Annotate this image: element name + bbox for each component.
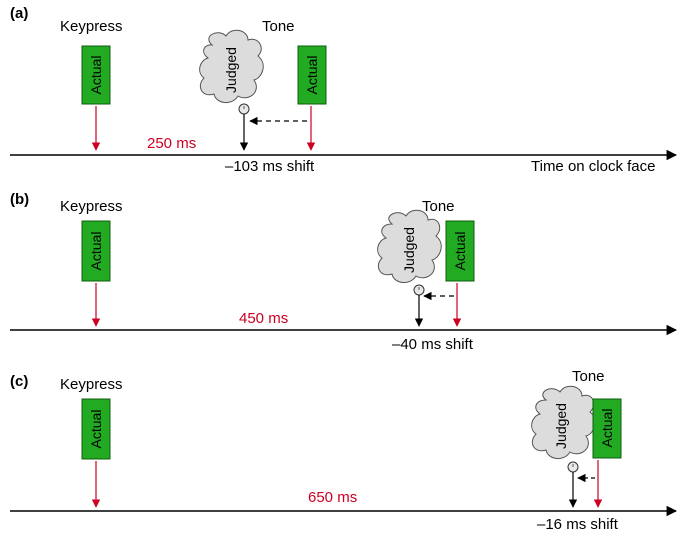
keypress-label: Keypress <box>60 18 123 35</box>
tone-label: Tone <box>262 18 295 35</box>
judged-cloud: Judged <box>199 29 264 103</box>
judged-label: Judged <box>553 403 569 449</box>
judged-cloud: Judged <box>377 209 442 283</box>
tone-label: Tone <box>572 368 605 385</box>
keypress-actual-label: Actual <box>88 410 104 449</box>
clock-icon <box>238 103 250 115</box>
keypress-actual-box: Actual <box>81 220 111 282</box>
keypress-actual-label: Actual <box>88 232 104 271</box>
tone-actual-label: Actual <box>599 409 615 448</box>
shift-label: –40 ms shift <box>392 336 474 353</box>
clock-icon <box>413 284 425 296</box>
tone-actual-box: Actual <box>592 398 622 459</box>
judged-cloud: Judged <box>531 385 596 459</box>
shift-label: –16 ms shift <box>537 516 619 533</box>
panel-letter: (b) <box>10 191 29 208</box>
shift-label: –103 ms shift <box>225 158 315 175</box>
axis-label: Time on clock face <box>531 158 656 175</box>
tone-actual-label: Actual <box>304 56 320 95</box>
keypress-actual-box: Actual <box>81 45 111 105</box>
panel-letter: (a) <box>10 5 28 22</box>
judged-label: Judged <box>401 227 417 273</box>
keypress-actual-label: Actual <box>88 56 104 95</box>
tone-actual-label: Actual <box>452 232 468 271</box>
keypress-actual-box: Actual <box>81 398 111 460</box>
tone-actual-box: Actual <box>445 220 475 282</box>
panel-a: (a) Keypress Actual Tone Judged Actual 2… <box>10 5 678 175</box>
clock-icon <box>567 461 579 473</box>
panel-b: (b) Keypress Actual Tone Judged Actual 4… <box>10 191 678 353</box>
interval-label: 250 ms <box>147 135 196 152</box>
tone-label: Tone <box>422 198 455 215</box>
panel-letter: (c) <box>10 373 28 390</box>
panel-c: (c) Keypress Actual Tone Judged Actual 6… <box>10 368 678 533</box>
keypress-label: Keypress <box>60 376 123 393</box>
judged-label: Judged <box>223 47 239 93</box>
tone-actual-box: Actual <box>297 45 327 105</box>
interval-label: 650 ms <box>308 489 357 506</box>
keypress-label: Keypress <box>60 198 123 215</box>
interval-label: 450 ms <box>239 310 288 327</box>
